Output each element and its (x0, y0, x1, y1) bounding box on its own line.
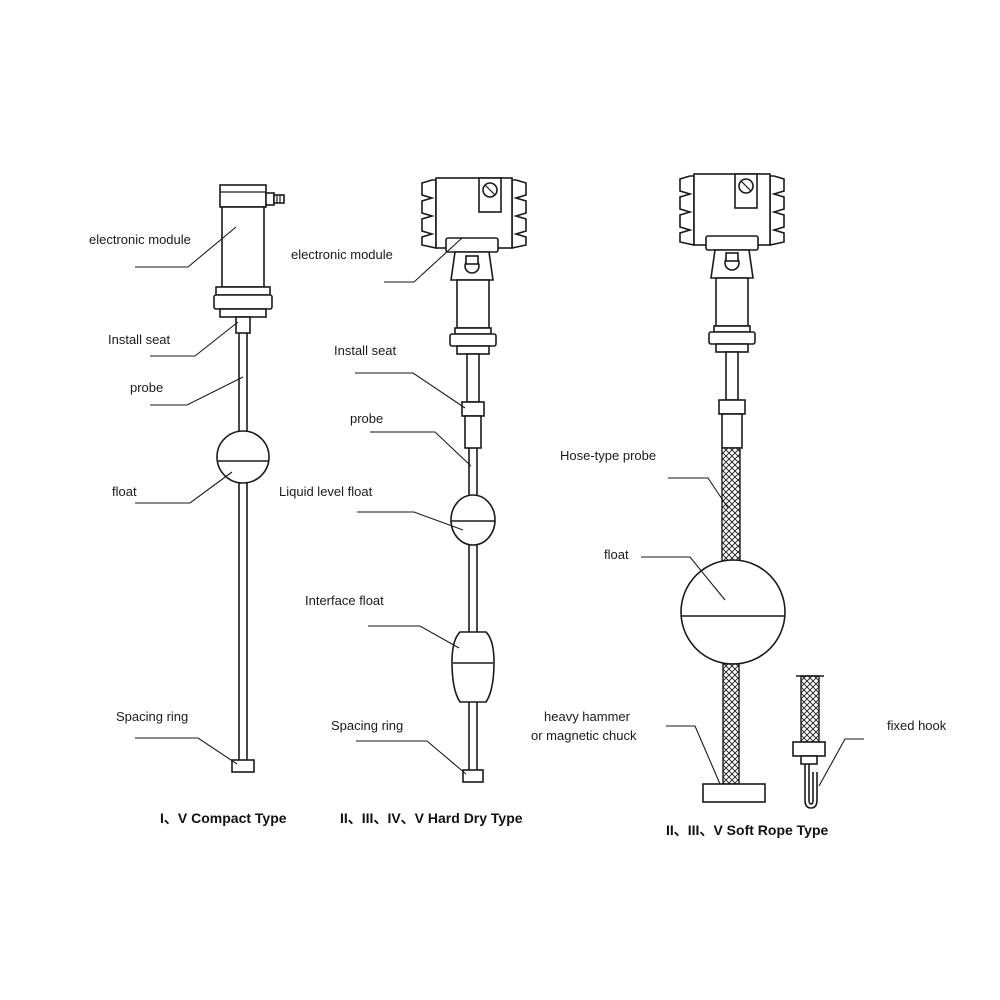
hard-dry-electronic-module-label: electronic module (291, 247, 393, 262)
soft-rope-fixed-hook-label: fixed hook (887, 718, 947, 733)
compact-type-caption: I、V Compact Type (160, 810, 287, 826)
hard-dry-leader-lines (355, 237, 472, 775)
hard-dry-install-seat (461, 401, 485, 417)
hard-dry-right-cover (511, 179, 527, 249)
fixed-hook (804, 764, 818, 809)
hard-dry-flange (449, 333, 497, 347)
fixed-hook-detail (792, 675, 826, 809)
compact-probe-label: probe (130, 380, 164, 395)
soft-rope-hose-upper (721, 447, 741, 577)
hard-dry-spacing-ring (462, 769, 484, 783)
compact-install-seat (235, 316, 251, 334)
compact-connector (265, 192, 275, 206)
compact-float-label: float (112, 484, 137, 499)
soft-rope-float-label: float (604, 547, 629, 562)
compact-leader-lines (135, 226, 244, 765)
hard-dry-liquid-level-float (450, 494, 496, 546)
soft-rope-right-cover (769, 175, 785, 246)
soft-rope-left-cover (679, 175, 695, 246)
hard-dry-probe-label: probe (350, 411, 384, 426)
soft-rope-module-body (715, 277, 749, 327)
hard-dry-spacing-ring-label: Spacing ring (331, 718, 404, 733)
compact-module-body (221, 206, 265, 288)
compact-flange (213, 294, 273, 310)
hard-dry-liquid-level-float-label: Liquid level float (279, 484, 373, 499)
hard-dry-type-device (421, 177, 527, 783)
hard-dry-module-body (456, 279, 490, 329)
soft-rope-seat (718, 399, 746, 415)
soft-rope-magnetic-chuck-label: or magnetic chuck (531, 728, 637, 743)
compact-float (216, 430, 270, 484)
soft-rope-flange (708, 331, 756, 345)
compact-spacing-ring-label: Spacing ring (116, 709, 189, 724)
compact-electronic-module-label: electronic module (89, 232, 191, 247)
hard-dry-install-seat-label: Install seat (334, 343, 397, 358)
hard-dry-interface-float (451, 631, 495, 703)
soft-rope-float (680, 559, 786, 665)
soft-rope-leader-lines (641, 477, 864, 787)
fixed-hook-clamp (792, 741, 826, 757)
compact-install-seat-label: Install seat (108, 332, 171, 347)
soft-rope-housing (693, 173, 771, 246)
soft-rope-type-caption: II、III、V Soft Rope Type (666, 822, 829, 838)
hard-dry-interface-float-label: Interface float (305, 593, 384, 608)
compact-spacing-ring (231, 759, 255, 773)
compact-type-device (213, 184, 285, 773)
hard-dry-type-caption: II、III、IV、V Hard Dry Type (340, 810, 523, 826)
soft-rope-type-device (679, 173, 786, 803)
fixed-hook-hose (800, 675, 820, 743)
compact-top-cap (219, 184, 267, 208)
soft-rope-hose-lower (722, 663, 740, 785)
soft-rope-heavy-hammer-label: heavy hammer (544, 709, 630, 724)
soft-rope-heavy-hammer (702, 783, 766, 803)
hard-dry-left-cover (421, 179, 437, 249)
soft-rope-hose-type-probe-label: Hose-type probe (560, 448, 657, 463)
